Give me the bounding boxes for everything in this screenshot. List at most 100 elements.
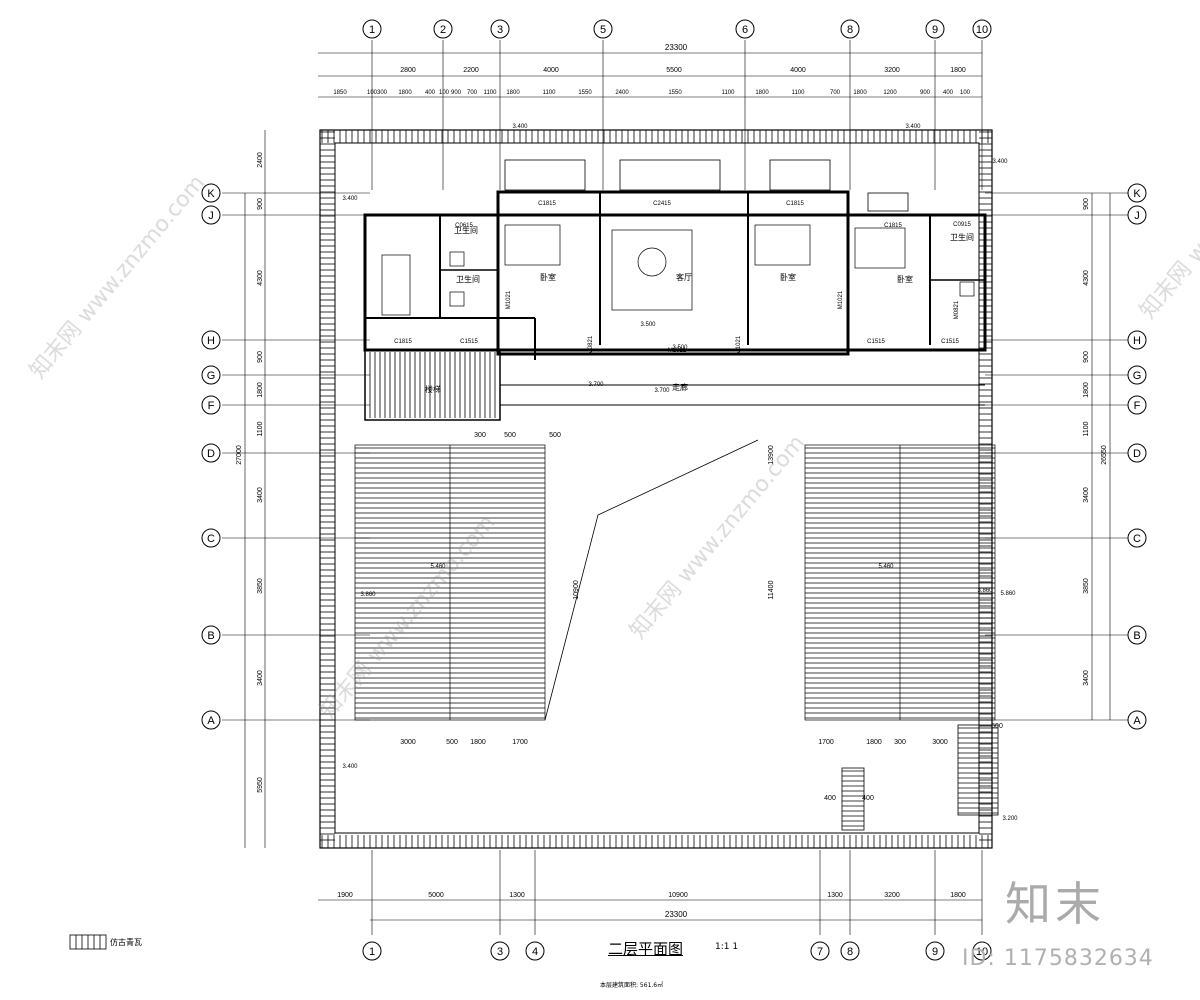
dim-courtyard: 500 [446,739,458,746]
drawing-scale: 1:1 1 [715,942,739,952]
dim-left: 1100 [257,421,264,436]
window-tag: C1515 [867,339,885,345]
door-tag: M1021 [736,335,742,354]
watermark-logo: 知末 [1005,877,1105,931]
terrace-parapet [319,129,993,849]
dim-top-row2: 1550 [578,90,592,96]
dim-top-row2: 1100 [722,90,736,96]
dim-top-row1: 4000 [790,67,806,74]
door-tag: M0821 [954,300,960,319]
dim-right: 1100 [1083,421,1090,436]
axis-right-H-bubble [1127,330,1147,350]
room-bath3: 卫生间 [950,232,974,242]
dim-top-row2: 100 [960,90,971,96]
furniture [381,224,975,316]
dim-courtyard: 13900 [768,445,775,465]
axis-right-G: G [1133,370,1142,382]
dim-courtyard: 1800 [470,739,486,746]
door-tag: M1521 [668,348,687,354]
window-tag: C1815 [786,201,804,207]
axis-right-G-bubble [1127,365,1147,385]
axis-left-A-bubble [201,710,221,730]
axis-right-C-bubble [1127,528,1147,548]
axis-bottom-4-bubble [525,941,545,961]
axis-right-A: A [1133,715,1141,727]
dim-top-total: 23300 [665,43,688,52]
axis-left-D: D [207,448,215,460]
axis-right-D-bubble [1127,443,1147,463]
room-bedroom2: 卧室 [780,272,796,282]
elevation-mark: 5.860 [1000,591,1016,597]
dim-top-row1: 1800 [950,67,966,74]
area-note: 本层建筑面积: 561.6㎡ [600,982,664,989]
dim-courtyard: 500 [549,432,561,439]
window-tag: C1815 [394,339,412,345]
dim-top-row2: 700 [830,90,841,96]
elevation-mark: 3.500 [640,322,656,328]
axis-left-C: C [207,533,215,545]
window-tag: C1515 [941,339,959,345]
elevation-mark: 5.460 [430,564,446,570]
dim-top-row2: 1800 [398,90,412,96]
axis-left-K-bubble [201,183,221,203]
window-tag: C0615 [455,223,473,229]
axis-top-10-bubble [972,19,992,39]
dim-top-row1: 2200 [463,67,479,74]
dim-right: 900 [1083,351,1090,363]
dim-left: 3850 [257,578,264,594]
dim-bottom-row: 1300 [827,892,843,899]
dim-bottom-row: 1900 [337,892,353,899]
dim-courtyard: 3000 [400,739,416,746]
dim-top-row2: 1100 [792,90,806,96]
dim-courtyard: 1800 [866,739,882,746]
axis-right-C: C [1133,533,1141,545]
room-living: 客厅 [676,272,692,282]
room-stair: 楼梯 [425,384,441,394]
axis-left-J-bubble [201,205,221,225]
dim-courtyard: 3000 [932,739,948,746]
axis-bottom-7: 7 [817,946,823,958]
axis-top-10: 10 [976,24,988,36]
dim-courtyard: 300 [474,432,486,439]
axis-top-2: 2 [440,24,446,36]
dim-top-row2: 300 [377,90,388,96]
dim-courtyard: 300 [894,739,906,746]
elevation-mark: 3.860 [977,588,993,594]
axis-right-F-bubble [1127,395,1147,415]
dim-top-row2: 1800 [853,90,867,96]
elevation-mark: 3.860 [360,592,376,598]
dim-top-row2: 700 [467,90,478,96]
dim-top-row2: 1800 [506,90,520,96]
dim-top-row2: 1550 [668,90,682,96]
dim-top-row2: 1200 [883,90,897,96]
dim-top-row2: 400 [425,90,436,96]
axis-top-8-bubble [840,19,860,39]
axis-right-J-bubble [1127,205,1147,225]
dim-courtyard: 1700 [512,739,528,746]
axis-bottom-10-bubble [972,941,992,961]
dim-top-row2: 1800 [755,90,769,96]
dim-top-row2: 2400 [615,90,629,96]
dim-courtyard: 400 [824,795,836,802]
axis-right-H: H [1133,335,1141,347]
axis-right-B: B [1133,630,1140,642]
dim-left: 900 [257,198,264,210]
room-bedroom3: 卧室 [897,274,913,284]
axis-left-H: H [207,335,215,347]
axis-right-D: D [1133,448,1141,460]
dim-right: 3850 [1083,578,1090,594]
dim-top-row1: 2800 [400,67,416,74]
roof-left [354,444,546,721]
legend-swatch [69,934,107,950]
axis-bottom-7-bubble [810,941,830,961]
axis-left-F: F [208,400,215,412]
dim-right: 900 [1083,198,1090,210]
elevation-mark: 3.500 [672,345,688,351]
room-corridor: 走廊 [672,382,688,392]
dim-right: 1800 [1083,382,1090,398]
dim-left: 5950 [257,777,264,793]
elevation-mark: 3.200 [1002,816,1018,822]
dim-courtyard: 500 [991,723,1003,730]
